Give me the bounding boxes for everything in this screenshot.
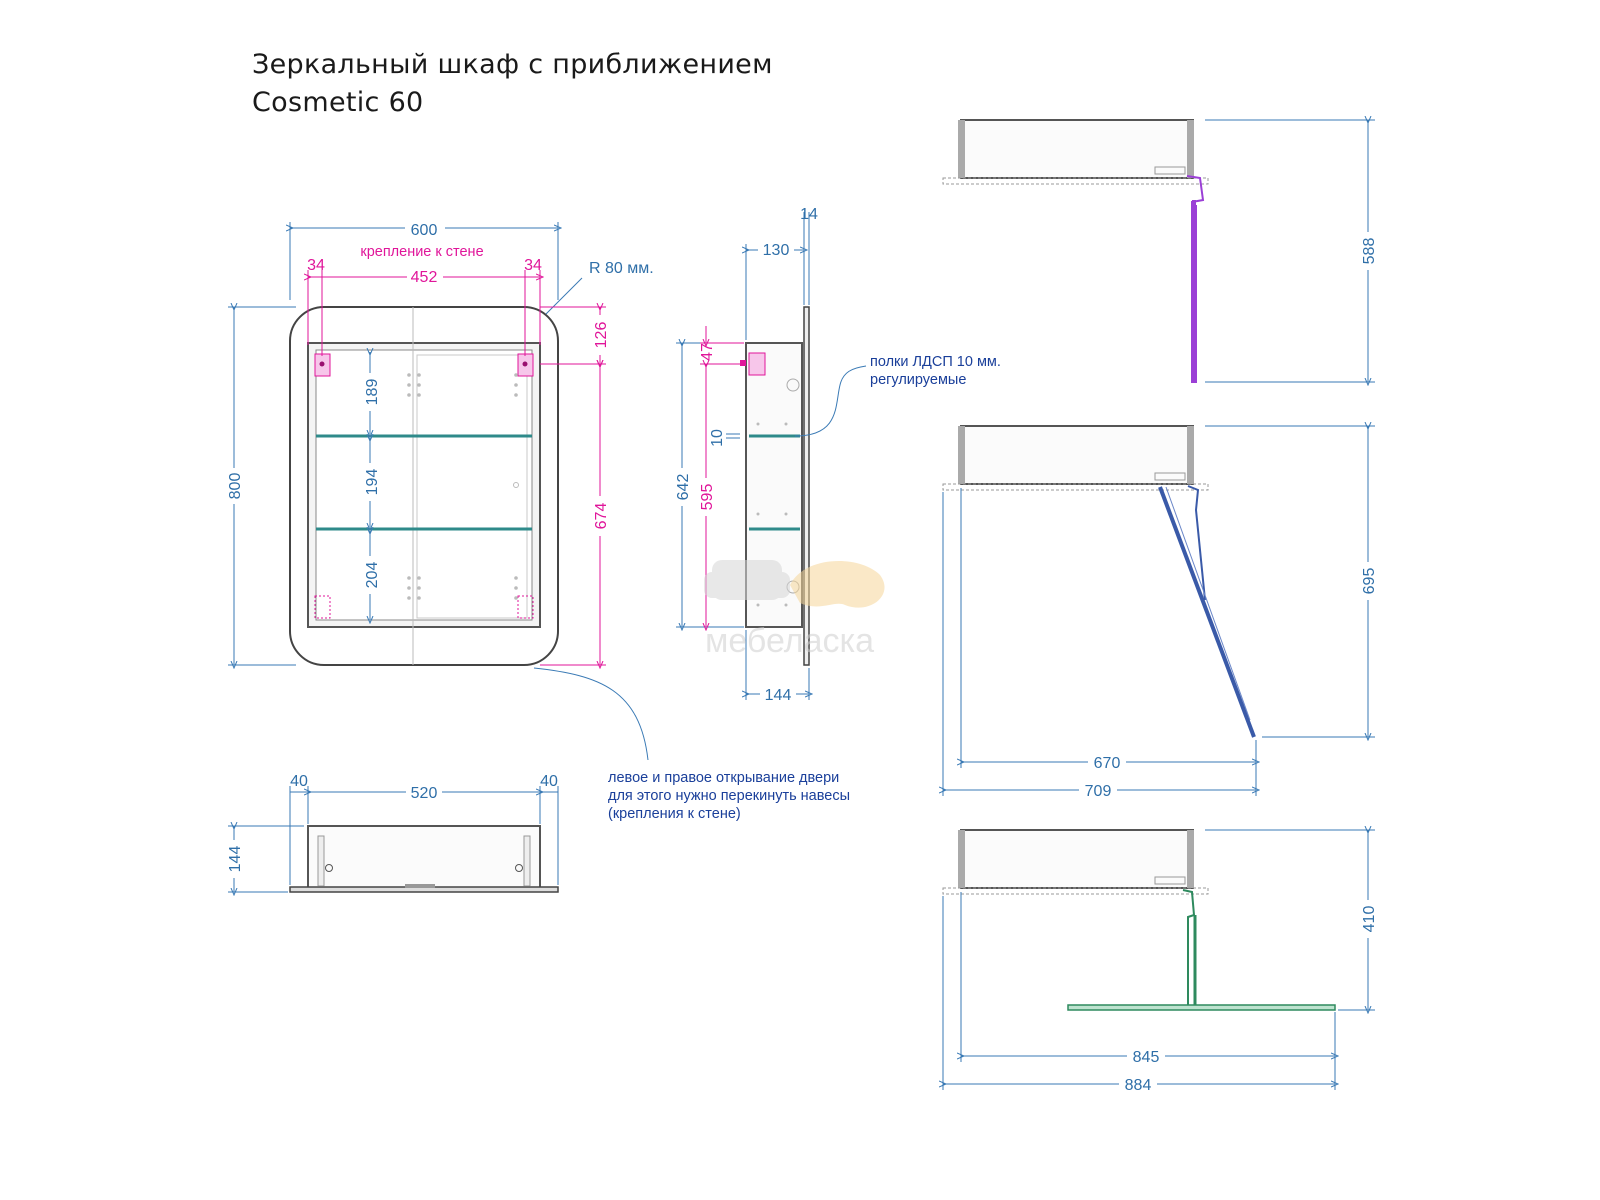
front-view: 600 крепление к стене 452 34 34 R 80 мм.… <box>225 218 654 665</box>
dim-radius: R 80 мм. <box>589 260 654 277</box>
door-note-line-1: левое и правое открывание двери <box>608 770 839 786</box>
mount-label: крепление к стене <box>360 244 483 260</box>
dim-mount-left: 34 <box>307 257 325 274</box>
dim-bottom-depth: 144 <box>227 846 244 873</box>
title-line-1: Зеркальный шкаф с приближением <box>252 49 773 80</box>
dim-open3-width-1: 845 <box>1133 1049 1160 1066</box>
dim-mount-span: 452 <box>411 269 438 286</box>
door-note-line-3: (крепления к стене) <box>608 806 741 822</box>
dim-open3-width-2: 884 <box>1125 1077 1152 1094</box>
open-view-2: 695 670 709 <box>943 426 1378 800</box>
page-title: Зеркальный шкаф с приближением Cosmetic … <box>252 46 773 122</box>
dim-shelf-thickness: 10 <box>709 429 726 447</box>
dim-inner-height: 674 <box>593 503 610 530</box>
dim-bottom-right: 40 <box>540 773 558 790</box>
dim-top-offset: 126 <box>593 322 610 349</box>
dim-open2-height: 695 <box>1361 568 1378 595</box>
bottom-view: 520 40 40 144 <box>225 773 559 892</box>
mirror-outline <box>289 306 559 666</box>
dim-side-height: 642 <box>675 474 692 501</box>
open-view-1: 588 <box>942 120 1378 382</box>
dim-front-width: 600 <box>411 222 438 239</box>
dim-side-inner: 595 <box>699 484 716 511</box>
door-note-line-2: для этого нужно перекинуть навесы <box>608 788 850 804</box>
dim-shelf-3: 204 <box>364 562 381 589</box>
dim-side-depth-total: 144 <box>765 687 792 704</box>
shelf-note-line-1: полки ЛДСП 10 мм. <box>870 354 1001 370</box>
title-line-2: Cosmetic 60 <box>252 87 424 118</box>
shelf-note-line-2: регулируемые <box>870 372 966 388</box>
side-view: 130 14 642 595 47 10 144 полки ЛДСП 10 м… <box>673 206 1001 704</box>
dim-mount-right: 34 <box>524 257 542 274</box>
dim-open3-height: 410 <box>1361 906 1378 933</box>
dim-front-height: 800 <box>227 473 244 500</box>
open-view-3: 410 845 884 <box>943 830 1378 1094</box>
side-door <box>803 306 810 666</box>
dim-open1-height: 588 <box>1361 238 1378 265</box>
dim-bottom-middle: 520 <box>411 785 438 802</box>
dim-door-thickness: 14 <box>800 206 818 223</box>
dim-side-depth-inner: 130 <box>763 242 790 259</box>
dim-open2-width-2: 709 <box>1085 783 1112 800</box>
dim-shelf-1: 189 <box>364 379 381 406</box>
dim-open2-width-1: 670 <box>1094 755 1121 772</box>
watermark-logo: мебеласка <box>704 560 885 660</box>
dim-bottom-left: 40 <box>290 773 308 790</box>
watermark-text: мебеласка <box>705 622 874 660</box>
dim-side-top-offset: 47 <box>699 343 716 361</box>
dim-shelf-2: 194 <box>364 469 381 496</box>
